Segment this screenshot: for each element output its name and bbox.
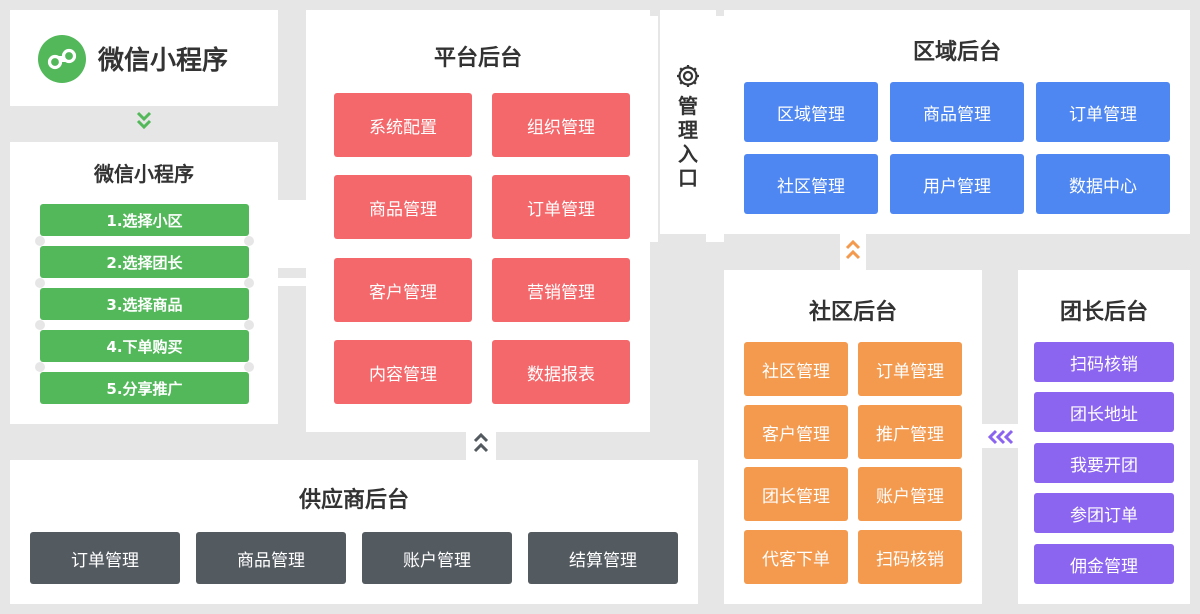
miniprogram-header-title: 微信小程序	[98, 46, 229, 76]
leader-title: 团长后台	[1059, 300, 1148, 325]
chevron-left-icon	[984, 428, 1016, 446]
leader-panel: 团长后台 扫码核销 团长地址 我要开团 参团订单 佣金管理	[1018, 270, 1190, 604]
region-item[interactable]: 用户管理	[890, 154, 1024, 214]
community-item[interactable]: 团长管理	[744, 467, 848, 521]
chevron-down-icon	[135, 110, 153, 136]
chain-notch	[244, 362, 254, 372]
platform-title: 平台后台	[433, 46, 522, 71]
connector	[278, 278, 306, 286]
platform-item[interactable]: 订单管理	[492, 175, 630, 239]
leader-item[interactable]: 扫码核销	[1034, 342, 1174, 382]
connector	[278, 200, 306, 268]
community-item[interactable]: 账户管理	[858, 467, 962, 521]
region-item[interactable]: 数据中心	[1036, 154, 1170, 214]
supplier-item[interactable]: 订单管理	[30, 532, 180, 584]
platform-item[interactable]: 营销管理	[492, 258, 630, 322]
wechat-miniprogram-icon	[38, 35, 86, 83]
chain-notch	[35, 236, 45, 246]
step-item: 5.分享推广	[40, 372, 249, 404]
platform-item[interactable]: 系统配置	[334, 93, 472, 157]
region-title: 区域后台	[912, 40, 1001, 65]
region-item[interactable]: 商品管理	[890, 82, 1024, 142]
management-entry-panel: 管理入口	[660, 10, 716, 234]
step-item: 3.选择商品	[40, 288, 249, 320]
platform-item[interactable]: 组织管理	[492, 93, 630, 157]
step-item: 1.选择小区	[40, 204, 249, 236]
gear-icon[interactable]	[674, 62, 702, 90]
supplier-item[interactable]: 商品管理	[196, 532, 346, 584]
region-item[interactable]: 区域管理	[744, 82, 878, 142]
platform-item[interactable]: 数据报表	[492, 340, 630, 404]
step-item: 4.下单购买	[40, 330, 249, 362]
chevron-up-icon	[472, 430, 490, 458]
community-title: 社区后台	[808, 300, 897, 325]
supplier-title: 供应商后台	[298, 488, 409, 513]
miniprogram-header-panel: 微信小程序	[10, 10, 278, 106]
community-panel: 社区后台 社区管理 订单管理 客户管理 推广管理 团长管理 账户管理 代客下单 …	[724, 270, 982, 604]
supplier-panel: 供应商后台 订单管理 商品管理 账户管理 结算管理	[10, 460, 698, 604]
supplier-item[interactable]: 账户管理	[362, 532, 512, 584]
chevron-up-icon	[844, 236, 862, 266]
leader-item[interactable]: 佣金管理	[1034, 544, 1174, 584]
step-item: 2.选择团长	[40, 246, 249, 278]
region-panel: 区域后台 区域管理 商品管理 订单管理 社区管理 用户管理 数据中心	[724, 10, 1190, 234]
chain-notch	[35, 278, 45, 288]
community-item[interactable]: 推广管理	[858, 405, 962, 459]
chain-notch	[244, 278, 254, 288]
community-item[interactable]: 社区管理	[744, 342, 848, 396]
leader-item[interactable]: 参团订单	[1034, 493, 1174, 533]
miniprogram-panel: 微信小程序 1.选择小区 2.选择团长 3.选择商品 4.下单购买 5.分享推广	[10, 142, 278, 424]
miniprogram-panel-title: 微信小程序	[94, 162, 194, 186]
chain-notch	[35, 320, 45, 330]
community-item[interactable]: 代客下单	[744, 530, 848, 584]
community-item[interactable]: 订单管理	[858, 342, 962, 396]
region-item[interactable]: 社区管理	[744, 154, 878, 214]
platform-panel: 平台后台 系统配置 组织管理 商品管理 订单管理 客户管理 营销管理 内容管理 …	[306, 10, 650, 432]
platform-item[interactable]: 商品管理	[334, 175, 472, 239]
region-item[interactable]: 订单管理	[1036, 82, 1170, 142]
community-item[interactable]: 扫码核销	[858, 530, 962, 584]
connector	[650, 16, 658, 242]
management-entry-label: 管理入口	[678, 94, 698, 190]
leader-item[interactable]: 团长地址	[1034, 392, 1174, 432]
supplier-item[interactable]: 结算管理	[528, 532, 678, 584]
chain-notch	[244, 236, 254, 246]
leader-item[interactable]: 我要开团	[1034, 443, 1174, 483]
platform-item[interactable]: 内容管理	[334, 340, 472, 404]
chain-notch	[244, 320, 254, 330]
community-item[interactable]: 客户管理	[744, 405, 848, 459]
chain-notch	[35, 362, 45, 372]
platform-item[interactable]: 客户管理	[334, 258, 472, 322]
